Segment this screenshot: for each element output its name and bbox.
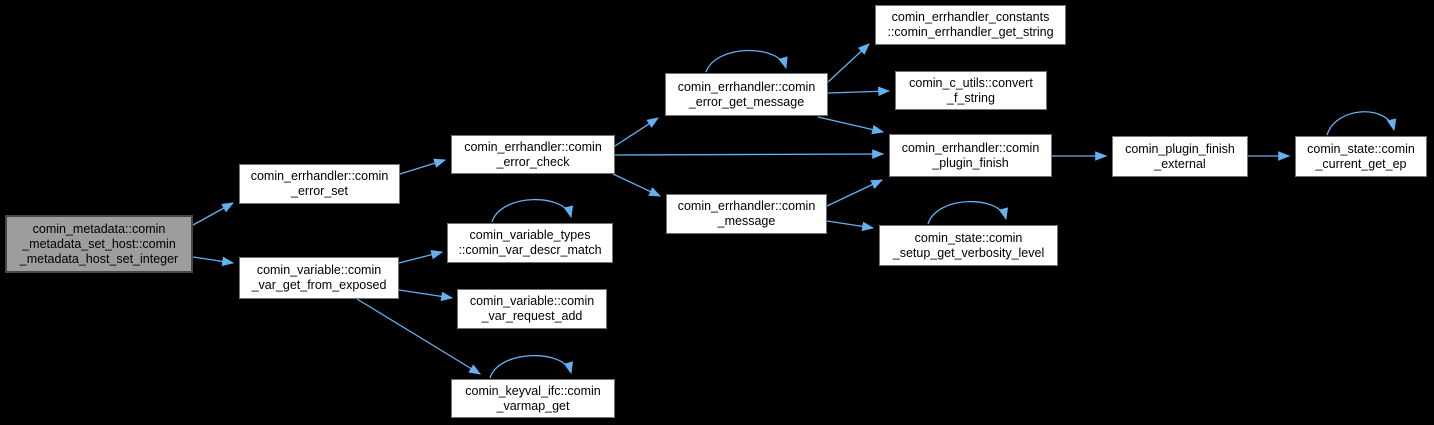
node-comin-var-get-from-exposed[interactable]: comin_variable::comin _var_get_from_expo…	[239, 257, 399, 299]
edge-var-get-to-request-add	[398, 289, 454, 302]
node-label-line: _var_request_add	[481, 309, 583, 323]
node-label-line: comin_state::comin	[1307, 141, 1415, 156]
node-label-line: comin_errhandler::comin	[677, 79, 816, 94]
node-label-line: _message	[717, 214, 776, 228]
node-label-line: comin_metadata::comin	[32, 221, 166, 236]
node-convert-f-string[interactable]: comin_c_utils::convert _f_string	[895, 71, 1047, 110]
node-label-line: comin_errhandler::comin	[901, 140, 1040, 155]
node-label-line: ::comin_var_descr_match	[458, 243, 602, 257]
node-comin-plugin-finish[interactable]: comin_errhandler::comin _plugin_finish	[889, 134, 1052, 177]
edge-error-check-to-get-message	[614, 117, 660, 147]
node-comin-error-get-message[interactable]: comin_errhandler::comin _error_get_messa…	[665, 73, 828, 116]
node-comin-error-set[interactable]: comin_errhandler::comin _error_set	[239, 164, 400, 204]
node-label-line: comin_c_utils::convert	[909, 75, 1033, 90]
edge-get-message-to-get-string	[827, 43, 870, 83]
node-label-line: comin_variable::comin	[469, 294, 595, 308]
node-label-line: _current_get_ep	[1315, 156, 1407, 171]
node-label-line: comin_variable_types	[469, 228, 591, 242]
node-label-line: comin_errhandler_constants	[891, 10, 1050, 24]
edge-verbosity-level-self-loop	[927, 200, 1009, 225]
edge-error-set-to-error-check	[399, 158, 447, 175]
node-comin-message[interactable]: comin_errhandler::comin _message	[666, 194, 827, 234]
edge-var-get-to-descr-match	[398, 250, 444, 264]
node-label-line: comin_errhandler::comin	[677, 199, 816, 213]
node-label-line: _plugin_finish	[932, 155, 1009, 170]
node-label-line: _metadata_host_set_integer	[19, 251, 179, 266]
node-comin-plugin-finish-external[interactable]: comin_plugin_finish _external	[1112, 136, 1248, 177]
edge-error-check-to-message	[612, 173, 662, 197]
node-label-line: comin_variable::comin	[256, 263, 382, 277]
node-label-line: _external	[1154, 156, 1206, 171]
node-comin-metadata-host-set-integer[interactable]: comin_metadata::comin _metadata_set_host…	[5, 215, 193, 273]
node-comin-setup-get-verbosity-level[interactable]: comin_state::comin _setup_get_verbosity_…	[879, 225, 1058, 266]
edge-get-message-to-plugin-finish	[817, 116, 885, 135]
node-label-line: _error_check	[496, 154, 570, 169]
edge-varmap-get-self-loop	[489, 354, 574, 379]
edge-var-get-to-varmap-get	[356, 298, 482, 375]
edge-current-get-ep-self-loop	[1326, 111, 1397, 136]
edge-metadata-to-error-set	[192, 202, 235, 226]
node-label-line: _var_get_from_exposed	[251, 278, 387, 292]
node-label-line: _error_set	[291, 184, 348, 198]
node-label-line: _metadata_set_host::comin	[22, 236, 176, 251]
node-label-line: _varmap_get	[496, 398, 570, 413]
node-label-line: comin_errhandler::comin	[464, 139, 602, 154]
node-label-line: ::comin_errhandler_get_string	[887, 25, 1054, 39]
node-label-line: comin_plugin_finish	[1125, 141, 1235, 156]
edge-metadata-to-var-get	[192, 256, 235, 267]
node-comin-current-get-ep[interactable]: comin_state::comin _current_get_ep	[1295, 136, 1427, 177]
node-comin-var-descr-match[interactable]: comin_variable_types ::comin_var_descr_m…	[447, 223, 613, 263]
node-comin-varmap-get[interactable]: comin_keyval_ifc::comin _varmap_get	[451, 379, 615, 418]
node-label-line: _setup_get_verbosity_level	[892, 245, 1045, 260]
node-comin-var-request-add[interactable]: comin_variable::comin _var_request_add	[457, 289, 607, 329]
node-comin-error-check[interactable]: comin_errhandler::comin _error_check	[451, 135, 615, 174]
edge-message-to-verbosity-level	[826, 220, 875, 232]
node-label-line: comin_errhandler::comin	[250, 169, 389, 183]
edge-error-check-to-plugin-finish	[614, 149, 885, 159]
edge-descr-match-self-loop	[491, 198, 574, 223]
node-comin-errhandler-get-string[interactable]: comin_errhandler_constants ::comin_errha…	[875, 5, 1066, 45]
node-label-line: comin_keyval_ifc::comin	[465, 383, 601, 398]
node-label-line: _error_get_message	[688, 94, 805, 109]
edge-get-message-self-loop	[705, 49, 788, 73]
edge-get-message-to-convert-f-string	[827, 86, 891, 97]
node-label-line: _f_string	[947, 90, 995, 105]
edge-message-to-plugin-finish	[826, 179, 884, 207]
node-label-line: comin_state::comin	[914, 230, 1023, 245]
